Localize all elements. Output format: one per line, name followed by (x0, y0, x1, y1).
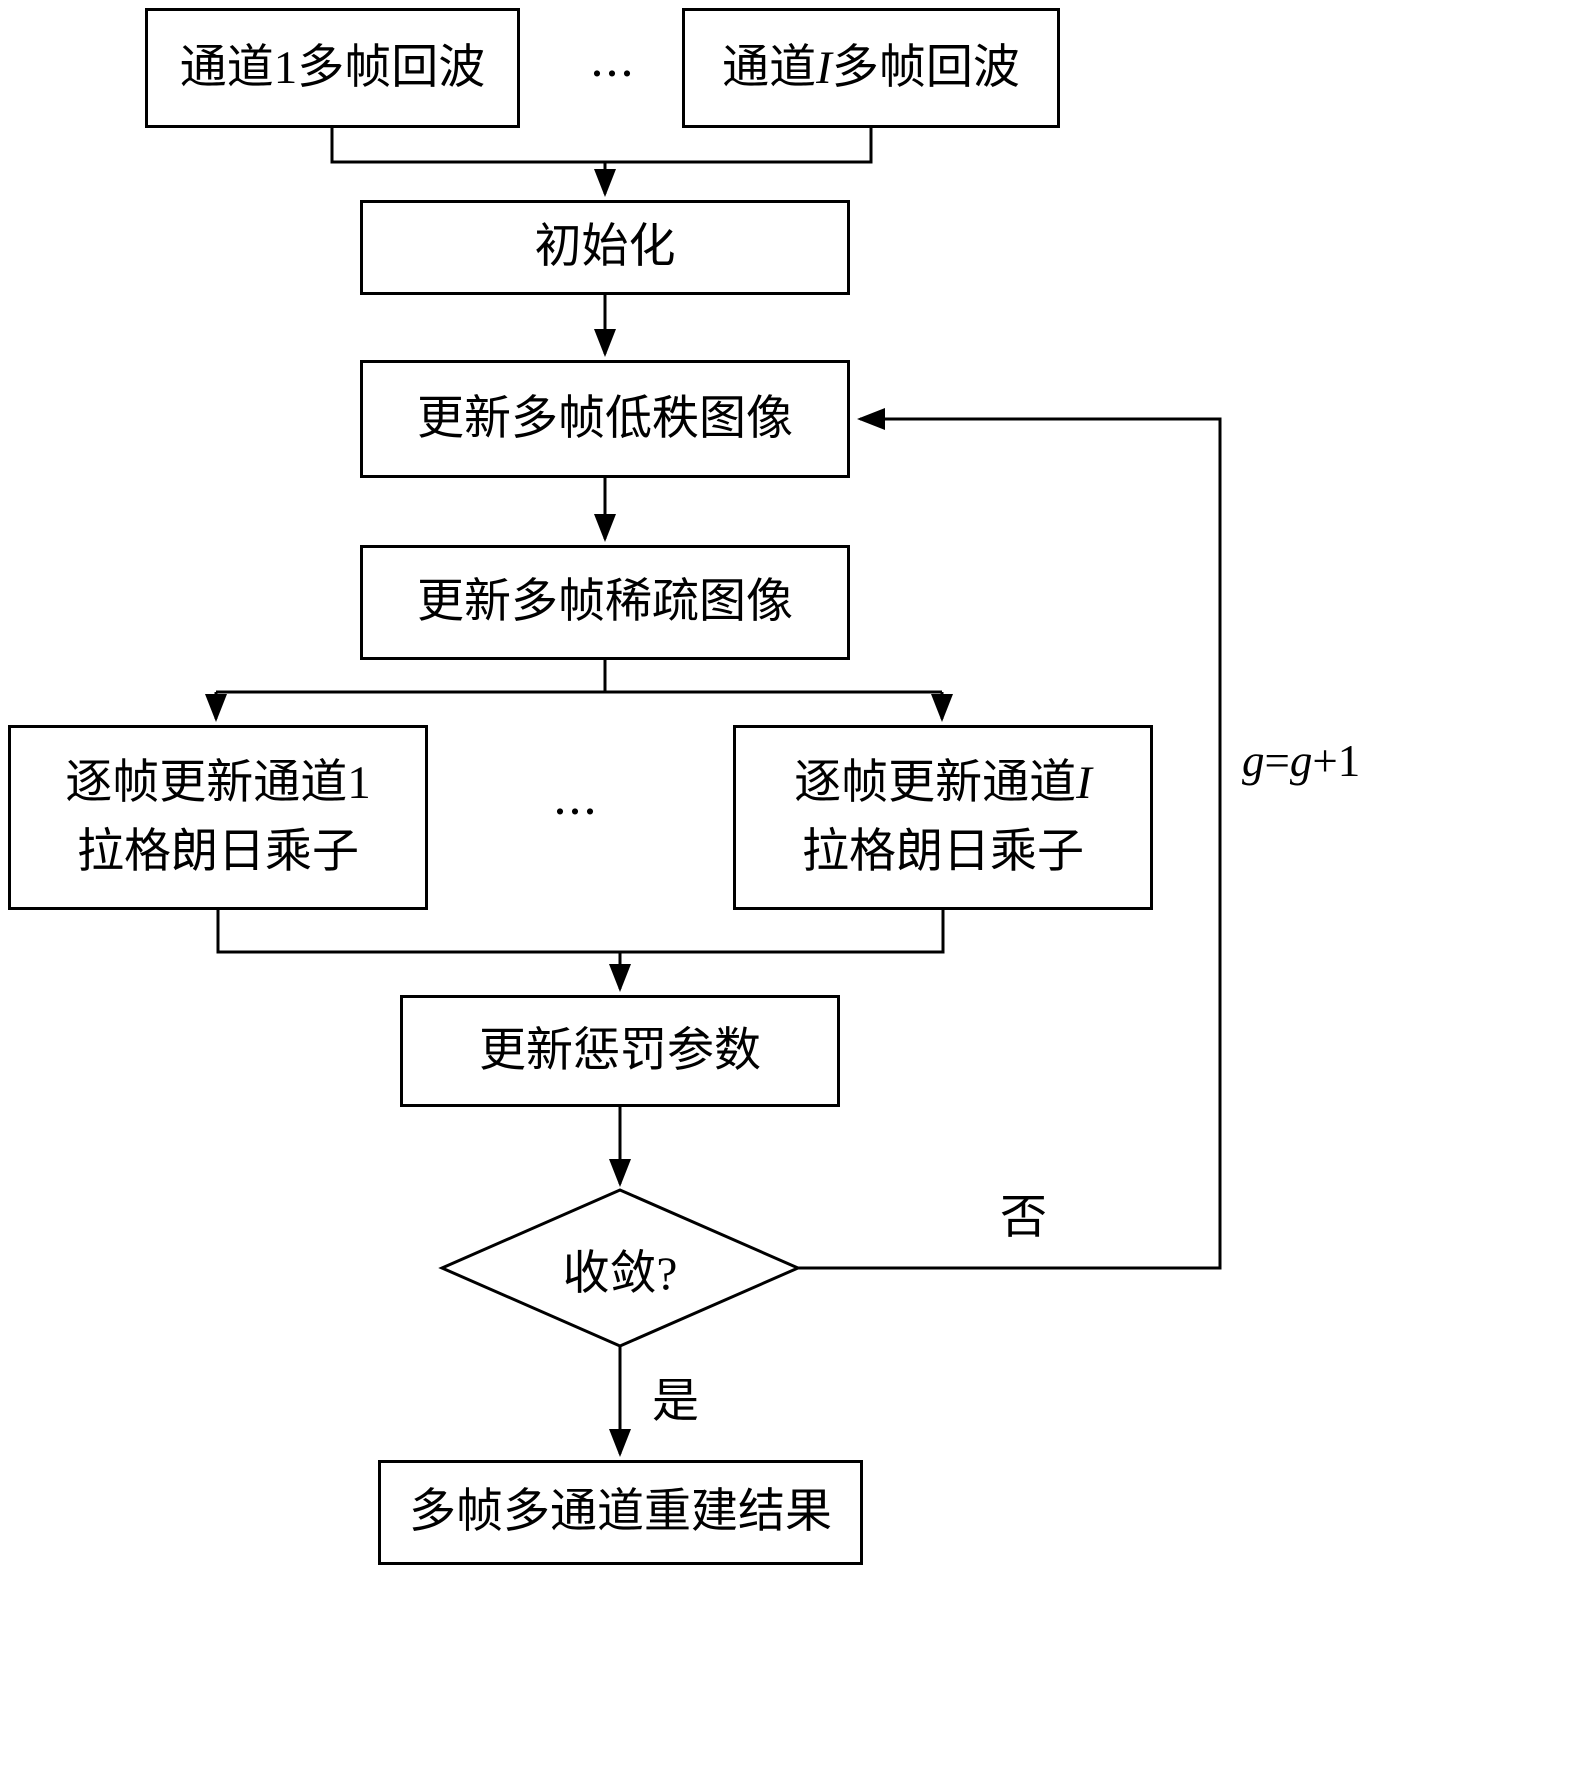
node-initialize-label: 初始化 (534, 221, 676, 274)
node-lagrange-channelI: 逐帧更新通道I 拉格朗日乘子 (733, 725, 1153, 910)
edge-label-no: 否 (1000, 1192, 1047, 1244)
node-lagrange-channel1-label: 逐帧更新通道1 拉格朗日乘子 (65, 749, 371, 885)
lagI-line1: 逐帧更新通道I (794, 749, 1092, 817)
node-update-penalty-label: 更新惩罚参数 (479, 1024, 761, 1077)
node-lagrange-channel1: 逐帧更新通道1 拉格朗日乘子 (8, 725, 428, 910)
lagI-line2: 拉格朗日乘子 (802, 825, 1084, 878)
connector-lag-merge (216, 910, 945, 954)
ellipsis-top: ... (590, 31, 636, 88)
lagI-line1-var: I (1076, 757, 1092, 810)
iter-eq: = (1264, 736, 1290, 786)
node-channelI-echo-label: 通道I多帧回波 (722, 34, 1020, 102)
node-reconstruction-result: 多帧多通道重建结果 (378, 1460, 863, 1565)
lag1-line2: 拉格朗日乘子 (77, 825, 359, 878)
lag1-line1: 逐帧更新通道1 (65, 757, 371, 810)
node-channelI-echo: 通道I多帧回波 (682, 8, 1060, 128)
node-update-lowrank-label: 更新多帧低秩图像 (417, 392, 793, 445)
node-initialize: 初始化 (360, 200, 850, 295)
node-channel1-echo-label: 通道1多帧回波 (179, 41, 486, 94)
node-converge-label: 收敛? (562, 1247, 678, 1300)
channelI-prefix: 通道 (722, 41, 817, 94)
node-lagrange-channelI-label: 逐帧更新通道I 拉格朗日乘子 (794, 749, 1092, 885)
node-channel1-echo: 通道1多帧回波 (145, 8, 520, 128)
channelI-suffix: 多帧回波 (831, 41, 1020, 94)
lagI-line1-prefix: 逐帧更新通道 (794, 757, 1077, 810)
channelI-var: I (816, 41, 832, 94)
edge-label-iteration: g=g+1 (1242, 735, 1360, 787)
converge-diamond-shape (438, 1188, 802, 1348)
connector-top-merge (330, 128, 873, 164)
connector-feedback-loop (798, 408, 1222, 1270)
node-update-sparse: 更新多帧稀疏图像 (360, 545, 850, 660)
node-update-penalty: 更新惩罚参数 (400, 995, 840, 1107)
ellipsis-middle: ... (553, 769, 599, 826)
iter-plus: +1 (1312, 736, 1361, 786)
node-update-lowrank: 更新多帧低秩图像 (360, 360, 850, 478)
node-converge-decision: 收敛? (442, 1190, 798, 1346)
node-update-sparse-label: 更新多帧稀疏图像 (417, 576, 793, 629)
iter-g2: g (1289, 736, 1313, 786)
node-reconstruction-result-label: 多帧多通道重建结果 (409, 1486, 832, 1539)
iter-g1: g (1242, 736, 1265, 786)
edge-label-yes: 是 (652, 1376, 699, 1428)
